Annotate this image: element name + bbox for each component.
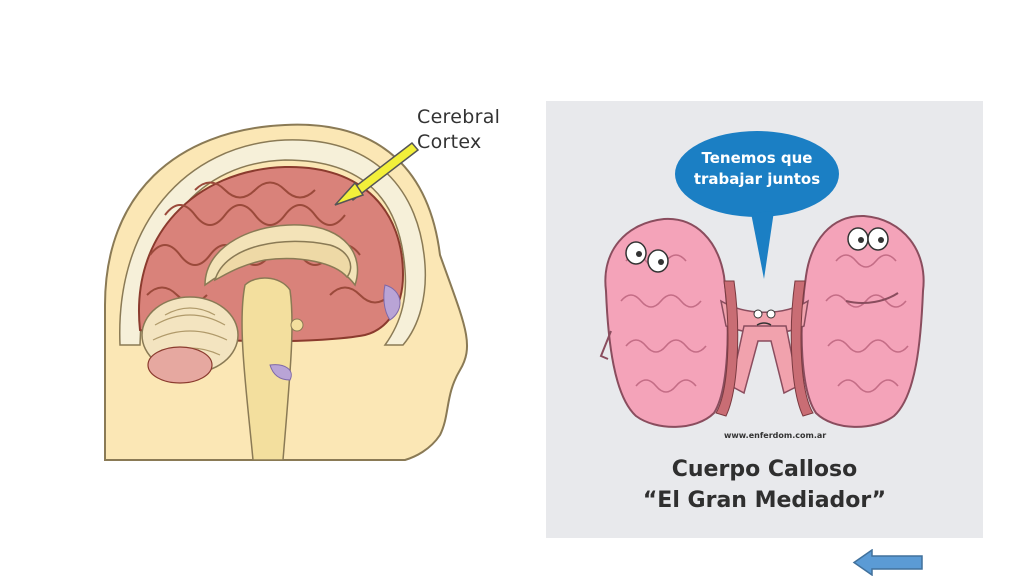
cerebral-cortex-label: Cerebral Cortex: [417, 106, 501, 153]
brain-anatomy-illustration: [85, 95, 525, 465]
arrow-left-icon: [852, 548, 923, 577]
caption-title: Cuerpo Calloso: [671, 457, 858, 482]
pointer-arrow-icon: [334, 141, 420, 206]
website-credit: www.enferdom.com.ar: [724, 431, 827, 440]
speech-bubble-icon: [675, 131, 839, 279]
left-hemisphere-icon: [599, 217, 729, 428]
corpus-callosum-cartoon: Tenemos que trabajar juntos www.enferdom…: [546, 101, 983, 538]
speech-bubble-text: Tenemos que trabajar juntos: [693, 149, 821, 188]
corpus-callosum-icon: [719, 299, 810, 395]
caption-subtitle: “El Gran Mediador”: [642, 488, 887, 513]
right-hemisphere-icon: [800, 214, 925, 428]
back-button[interactable]: [852, 548, 924, 577]
